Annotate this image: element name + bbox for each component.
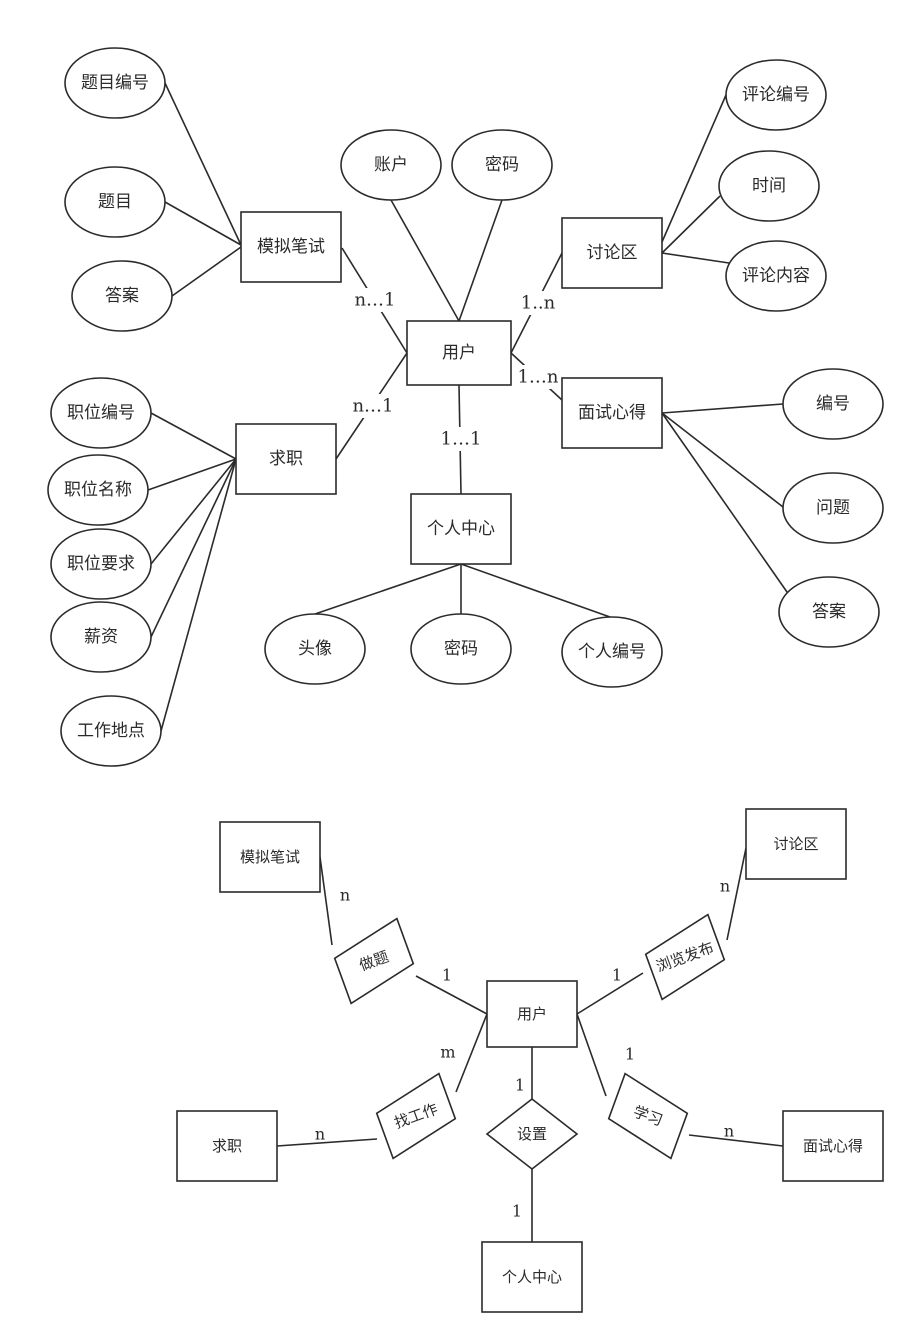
rel-entity-interview: 面试心得	[782, 1110, 884, 1182]
attribute-position-req: 职位要求	[50, 528, 152, 600]
attribute-label: 密码	[444, 639, 478, 659]
relationship-diagram: 模拟笔试 讨论区 用户 求职 面试心得 个人中心 做题 浏览发布	[176, 808, 884, 1313]
attribute-avatar: 头像	[264, 613, 366, 685]
attribute-label: 题目	[98, 192, 132, 212]
attribute-label: 工作地点	[77, 721, 145, 741]
entity-interview: 面试心得	[561, 377, 663, 449]
entity-mock-test: 模拟笔试	[240, 211, 342, 283]
attribute-position-no: 职位编号	[50, 377, 152, 449]
attribute-label: 薪资	[84, 627, 118, 647]
attribute-label: 编号	[816, 394, 850, 414]
entity-label: 个人中心	[427, 519, 495, 539]
entity-label: 面试心得	[803, 1137, 863, 1155]
attribute-question-no: 题目编号	[64, 47, 166, 119]
attribute-label: 职位编号	[67, 403, 135, 423]
attribute-label: 问题	[816, 498, 850, 518]
cardinality-do-questions-user: 1	[442, 966, 452, 985]
entity-label: 讨论区	[587, 243, 638, 263]
entity-discussion: 讨论区	[561, 217, 663, 289]
attribute-label: 题目编号	[81, 73, 149, 93]
relationship-browse-publish: 浏览发布	[644, 913, 726, 1001]
relationship-find-job: 找工作	[375, 1072, 457, 1160]
cardinality-user-discussion: 1..n	[521, 293, 556, 314]
entity-label: 用户	[442, 343, 476, 363]
rel-entity-discussion: 讨论区	[745, 808, 847, 880]
attribute-label: 头像	[298, 639, 332, 659]
attribute-position-name: 职位名称	[47, 454, 149, 526]
cardinality-settings-user: 1	[515, 1076, 525, 1095]
cardinality-study-interview: n	[724, 1122, 734, 1141]
attribute-question: 题目	[64, 166, 166, 238]
cardinality-user-mock-test: n…1	[354, 290, 395, 311]
attribute-diagram: n…1 1..n 1…n n…1 1…1 模拟笔试 用户 讨论区 面试心得	[47, 47, 884, 767]
attribute-answer-mock: 答案	[71, 260, 173, 332]
attribute-label: 账户	[374, 155, 408, 175]
cardinality-browse-discussion: n	[720, 877, 730, 896]
relationship-study: 学习	[607, 1072, 689, 1160]
cardinality-study-user: 1	[625, 1045, 635, 1064]
rel-entity-mock-test: 模拟笔试	[219, 821, 321, 893]
attribute-label: 评论编号	[742, 85, 810, 105]
entity-label: 讨论区	[773, 835, 818, 853]
cardinality-find-job-user: m	[440, 1043, 455, 1062]
cardinality-settings-center: 1	[512, 1202, 522, 1221]
attribute-label: 答案	[105, 286, 139, 306]
relationship-settings: 设置	[485, 1097, 579, 1171]
entity-label: 求职	[212, 1137, 242, 1155]
cardinality-user-interview: 1…n	[517, 367, 558, 388]
attribute-center-password: 密码	[410, 613, 512, 685]
cardinality-user-personal-center: 1…1	[441, 429, 482, 450]
attribute-interview-no: 编号	[782, 368, 884, 440]
attribute-interview-question: 问题	[782, 472, 884, 544]
cardinality-find-job-job: n	[315, 1125, 325, 1144]
attribute-time: 时间	[718, 150, 820, 222]
attribute-salary: 薪资	[50, 601, 152, 673]
entity-job: 求职	[235, 423, 337, 495]
attribute-label: 职位名称	[64, 480, 132, 500]
attribute-account: 账户	[340, 129, 442, 201]
attribute-connectors	[147, 82, 788, 732]
entity-label: 求职	[269, 449, 303, 469]
attribute-interview-answer: 答案	[778, 576, 880, 648]
entity-personal-center: 个人中心	[410, 493, 512, 565]
attribute-label: 密码	[485, 155, 519, 175]
entity-label: 个人中心	[502, 1268, 562, 1286]
attribute-label: 答案	[812, 602, 846, 622]
attribute-comment-content: 评论内容	[725, 240, 827, 312]
attribute-label: 时间	[752, 176, 786, 196]
cardinality-do-questions-mock: n	[340, 886, 350, 905]
relationship-label: 设置	[517, 1125, 547, 1143]
relationship-cardinalities: n 1 n 1 m n 1 n 1 1	[315, 877, 734, 1221]
entity-label: 面试心得	[578, 403, 646, 423]
rel-entity-job: 求职	[176, 1110, 278, 1182]
rel-entity-personal-center: 个人中心	[481, 1241, 583, 1313]
entity-label: 用户	[517, 1005, 547, 1023]
attribute-user-password: 密码	[451, 129, 553, 201]
entity-user: 用户	[406, 320, 512, 386]
attribute-personal-no: 个人编号	[561, 616, 663, 688]
attribute-comment-no: 评论编号	[725, 59, 827, 131]
rel-entity-user: 用户	[486, 980, 578, 1048]
cardinality-user-job: n…1	[352, 396, 393, 417]
cardinality-browse-user: 1	[612, 966, 622, 985]
entity-label: 模拟笔试	[257, 237, 325, 257]
attribute-work-place: 工作地点	[60, 695, 162, 767]
entity-label: 模拟笔试	[240, 848, 300, 866]
attribute-cardinalities: n…1 1..n 1…n n…1 1…1	[350, 288, 561, 451]
relationship-do-questions: 做题	[333, 917, 415, 1005]
relationship-connectors	[276, 847, 784, 1242]
attribute-label: 职位要求	[67, 554, 135, 574]
attribute-label: 个人编号	[578, 642, 646, 662]
attribute-label: 评论内容	[742, 266, 810, 286]
